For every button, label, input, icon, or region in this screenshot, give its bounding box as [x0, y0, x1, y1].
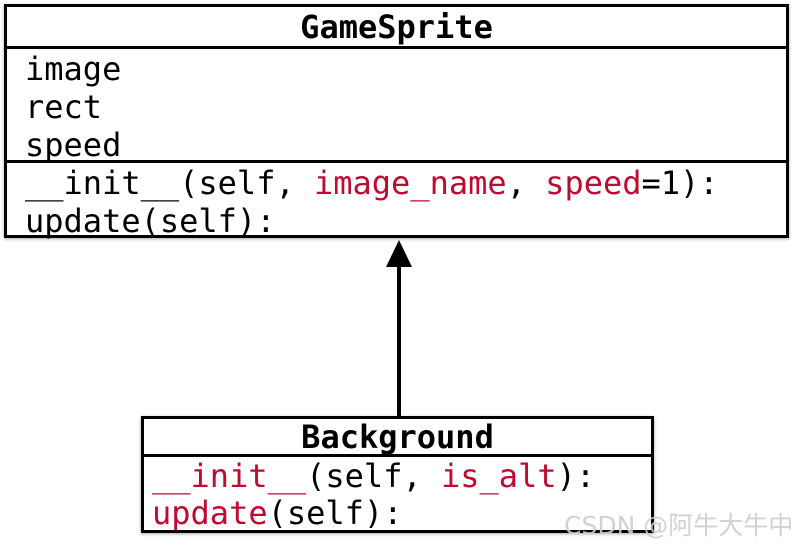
method-segment: , [506, 164, 546, 202]
gamesprite-methods-section: __init__(self, image_name, speed=1):upda… [7, 163, 786, 240]
method-segment: =1): [641, 164, 719, 202]
method-line: __init__(self, is_alt): [152, 458, 651, 495]
inheritance-arrow-head-icon [386, 240, 412, 267]
attribute-line: rect [25, 88, 103, 126]
method-line: __init__(self, image_name, speed=1): [25, 164, 786, 202]
background-methods-section: __init__(self, is_alt):update(self): [144, 457, 651, 532]
inheritance-arrow-line [397, 264, 401, 416]
method-segment: __init__(self, [25, 164, 314, 202]
csdn-watermark: CSDN @阿牛大牛中 [564, 511, 794, 540]
method-segment: update [152, 494, 268, 532]
method-segment: is_alt [440, 457, 557, 495]
method-segment: __init__ [152, 457, 307, 495]
method-segment: (self): [267, 494, 403, 532]
method-segment: update(self): [25, 202, 276, 240]
method-line: update(self): [25, 202, 786, 240]
method-segment: image_name [313, 164, 507, 202]
method-segment: (self, [306, 457, 441, 495]
attribute-line: speed [25, 126, 122, 163]
method-segment: speed [545, 164, 642, 202]
method-segment: ): [556, 457, 596, 495]
method-line: update(self): [152, 495, 651, 532]
class-title-background: Background [144, 418, 651, 457]
attribute-line: image [25, 50, 122, 88]
class-box-background: Background __init__(self, is_alt):update… [141, 416, 654, 533]
class-title-gamesprite: GameSprite [7, 7, 786, 49]
